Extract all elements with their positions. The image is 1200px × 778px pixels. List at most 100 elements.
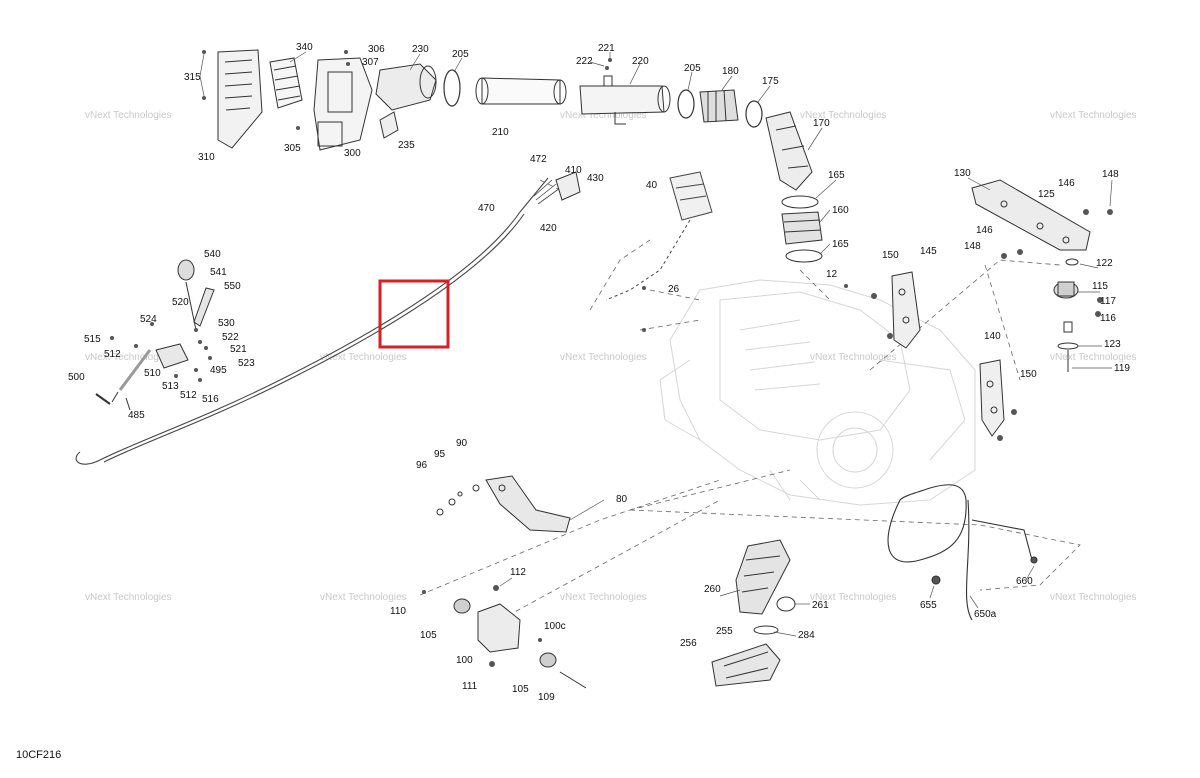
part-label: 235 bbox=[398, 140, 415, 151]
part-label: 513 bbox=[162, 381, 179, 392]
part-label: 105 bbox=[512, 684, 529, 695]
air-box-cover-310 bbox=[217, 49, 263, 149]
part-label: 96 bbox=[416, 460, 428, 471]
part-label: 655 bbox=[920, 600, 937, 611]
part-label: 485 bbox=[128, 410, 145, 421]
part-label: 512 bbox=[180, 390, 197, 401]
duct-255 bbox=[711, 643, 781, 687]
mount-bracket-130 bbox=[971, 179, 1091, 251]
part-label: 305 bbox=[284, 143, 301, 154]
bracket-235 bbox=[379, 111, 399, 139]
watermark-text: vNext Technologies bbox=[560, 110, 647, 121]
part-label: 430 bbox=[587, 173, 604, 184]
part-label: 220 bbox=[632, 56, 649, 67]
part-label: 122 bbox=[1096, 258, 1113, 269]
watermark-text: vNext Technologies bbox=[85, 110, 172, 121]
part-label: 110 bbox=[390, 606, 406, 617]
filter-340 bbox=[269, 57, 303, 109]
part-label: 117 bbox=[1100, 296, 1116, 307]
part-label: 116 bbox=[1100, 313, 1116, 324]
part-label: 470 bbox=[478, 203, 495, 214]
selection-highlight-box bbox=[378, 279, 450, 349]
resonator-220 bbox=[579, 75, 671, 125]
part-label: 523 bbox=[238, 358, 255, 369]
bracket-40 bbox=[605, 171, 713, 301]
part-label: 148 bbox=[964, 241, 981, 252]
part-label: 165 bbox=[828, 170, 845, 181]
part-label: 100 bbox=[456, 655, 473, 666]
part-label: 516 bbox=[202, 394, 219, 405]
part-label: 105 bbox=[420, 630, 437, 641]
hose-650a bbox=[887, 484, 1038, 621]
watermark-text: vNext Technologies bbox=[1050, 110, 1137, 121]
watermark-group: vNext Technologies vNext Technologies vN… bbox=[85, 110, 1137, 603]
part-label: 112 bbox=[510, 567, 526, 578]
part-label: 230 bbox=[412, 44, 429, 55]
figure-code: 10CF216 bbox=[16, 749, 61, 761]
bolts-right bbox=[642, 209, 1113, 441]
clamp-175 bbox=[745, 100, 763, 128]
part-label: 510 bbox=[144, 368, 161, 379]
watermark-text: vNext Technologies bbox=[320, 592, 407, 603]
part-label: 146 bbox=[1058, 178, 1075, 189]
part-label: 180 bbox=[722, 66, 739, 77]
part-label: 255 bbox=[716, 626, 733, 637]
mount-100 bbox=[453, 598, 587, 689]
watermark-text: vNext Technologies bbox=[85, 352, 172, 363]
watermark-text: vNext Technologies bbox=[1050, 352, 1137, 363]
screw-hardware bbox=[202, 50, 612, 130]
tube-210 bbox=[475, 77, 567, 105]
part-label: 140 bbox=[984, 331, 1001, 342]
part-label: 119 bbox=[1114, 363, 1130, 374]
part-label: 340 bbox=[296, 42, 313, 53]
watermark-text: vNext Technologies bbox=[1050, 592, 1137, 603]
part-label: 522 bbox=[222, 332, 239, 343]
part-label: 550 bbox=[224, 281, 241, 292]
clamp-205-right bbox=[677, 89, 695, 119]
part-label: 284 bbox=[798, 630, 815, 641]
part-label: 315 bbox=[184, 72, 201, 83]
part-label: 146 bbox=[976, 225, 993, 236]
part-label: 221 bbox=[598, 43, 615, 54]
part-label: 109 bbox=[538, 692, 555, 703]
part-label: 130 bbox=[954, 168, 971, 179]
part-label: 205 bbox=[684, 63, 701, 74]
part-labels: 315 340 306 307 230 205 221 222 220 205 … bbox=[68, 42, 1130, 703]
mount-100-hardware bbox=[422, 585, 542, 667]
part-label: 660 bbox=[1016, 576, 1033, 587]
part-label: 260 bbox=[704, 584, 721, 595]
pedal-80 bbox=[436, 475, 571, 533]
part-label: 170 bbox=[813, 118, 830, 129]
part-label: 125 bbox=[1038, 189, 1055, 200]
part-label: 261 bbox=[812, 600, 829, 611]
air-box-300 bbox=[313, 57, 373, 151]
part-label: 111 bbox=[462, 681, 478, 692]
part-label: 100c bbox=[544, 621, 566, 632]
part-label: 115 bbox=[1092, 281, 1108, 292]
cable-bracket-410 bbox=[555, 171, 581, 201]
part-label: 515 bbox=[84, 334, 101, 345]
duct-170 bbox=[765, 111, 813, 191]
mount-bracket-145 bbox=[891, 271, 921, 349]
leader-lines bbox=[199, 51, 1113, 637]
watermark-text: vNext Technologies bbox=[810, 352, 897, 363]
part-label: 307 bbox=[362, 57, 379, 68]
part-label: 210 bbox=[492, 127, 509, 138]
part-label: 521 bbox=[230, 344, 247, 355]
mount-bracket-140 bbox=[979, 359, 1005, 437]
part-label: 150 bbox=[882, 250, 899, 261]
part-label: 148 bbox=[1102, 169, 1119, 180]
clamps-160-165 bbox=[781, 195, 823, 263]
pedal-assembly-510 bbox=[95, 259, 215, 411]
part-label: 165 bbox=[832, 239, 849, 250]
part-label: 123 bbox=[1104, 339, 1121, 350]
part-label: 524 bbox=[140, 314, 157, 325]
boot-180 bbox=[699, 89, 739, 123]
part-label: 40 bbox=[646, 180, 658, 191]
part-label: 205 bbox=[452, 49, 469, 60]
part-label: 12 bbox=[826, 269, 838, 280]
throttle-cable-470 bbox=[75, 177, 561, 465]
mount-115 bbox=[1053, 258, 1079, 372]
part-label: 541 bbox=[210, 267, 227, 278]
part-label: 650a bbox=[974, 609, 997, 620]
